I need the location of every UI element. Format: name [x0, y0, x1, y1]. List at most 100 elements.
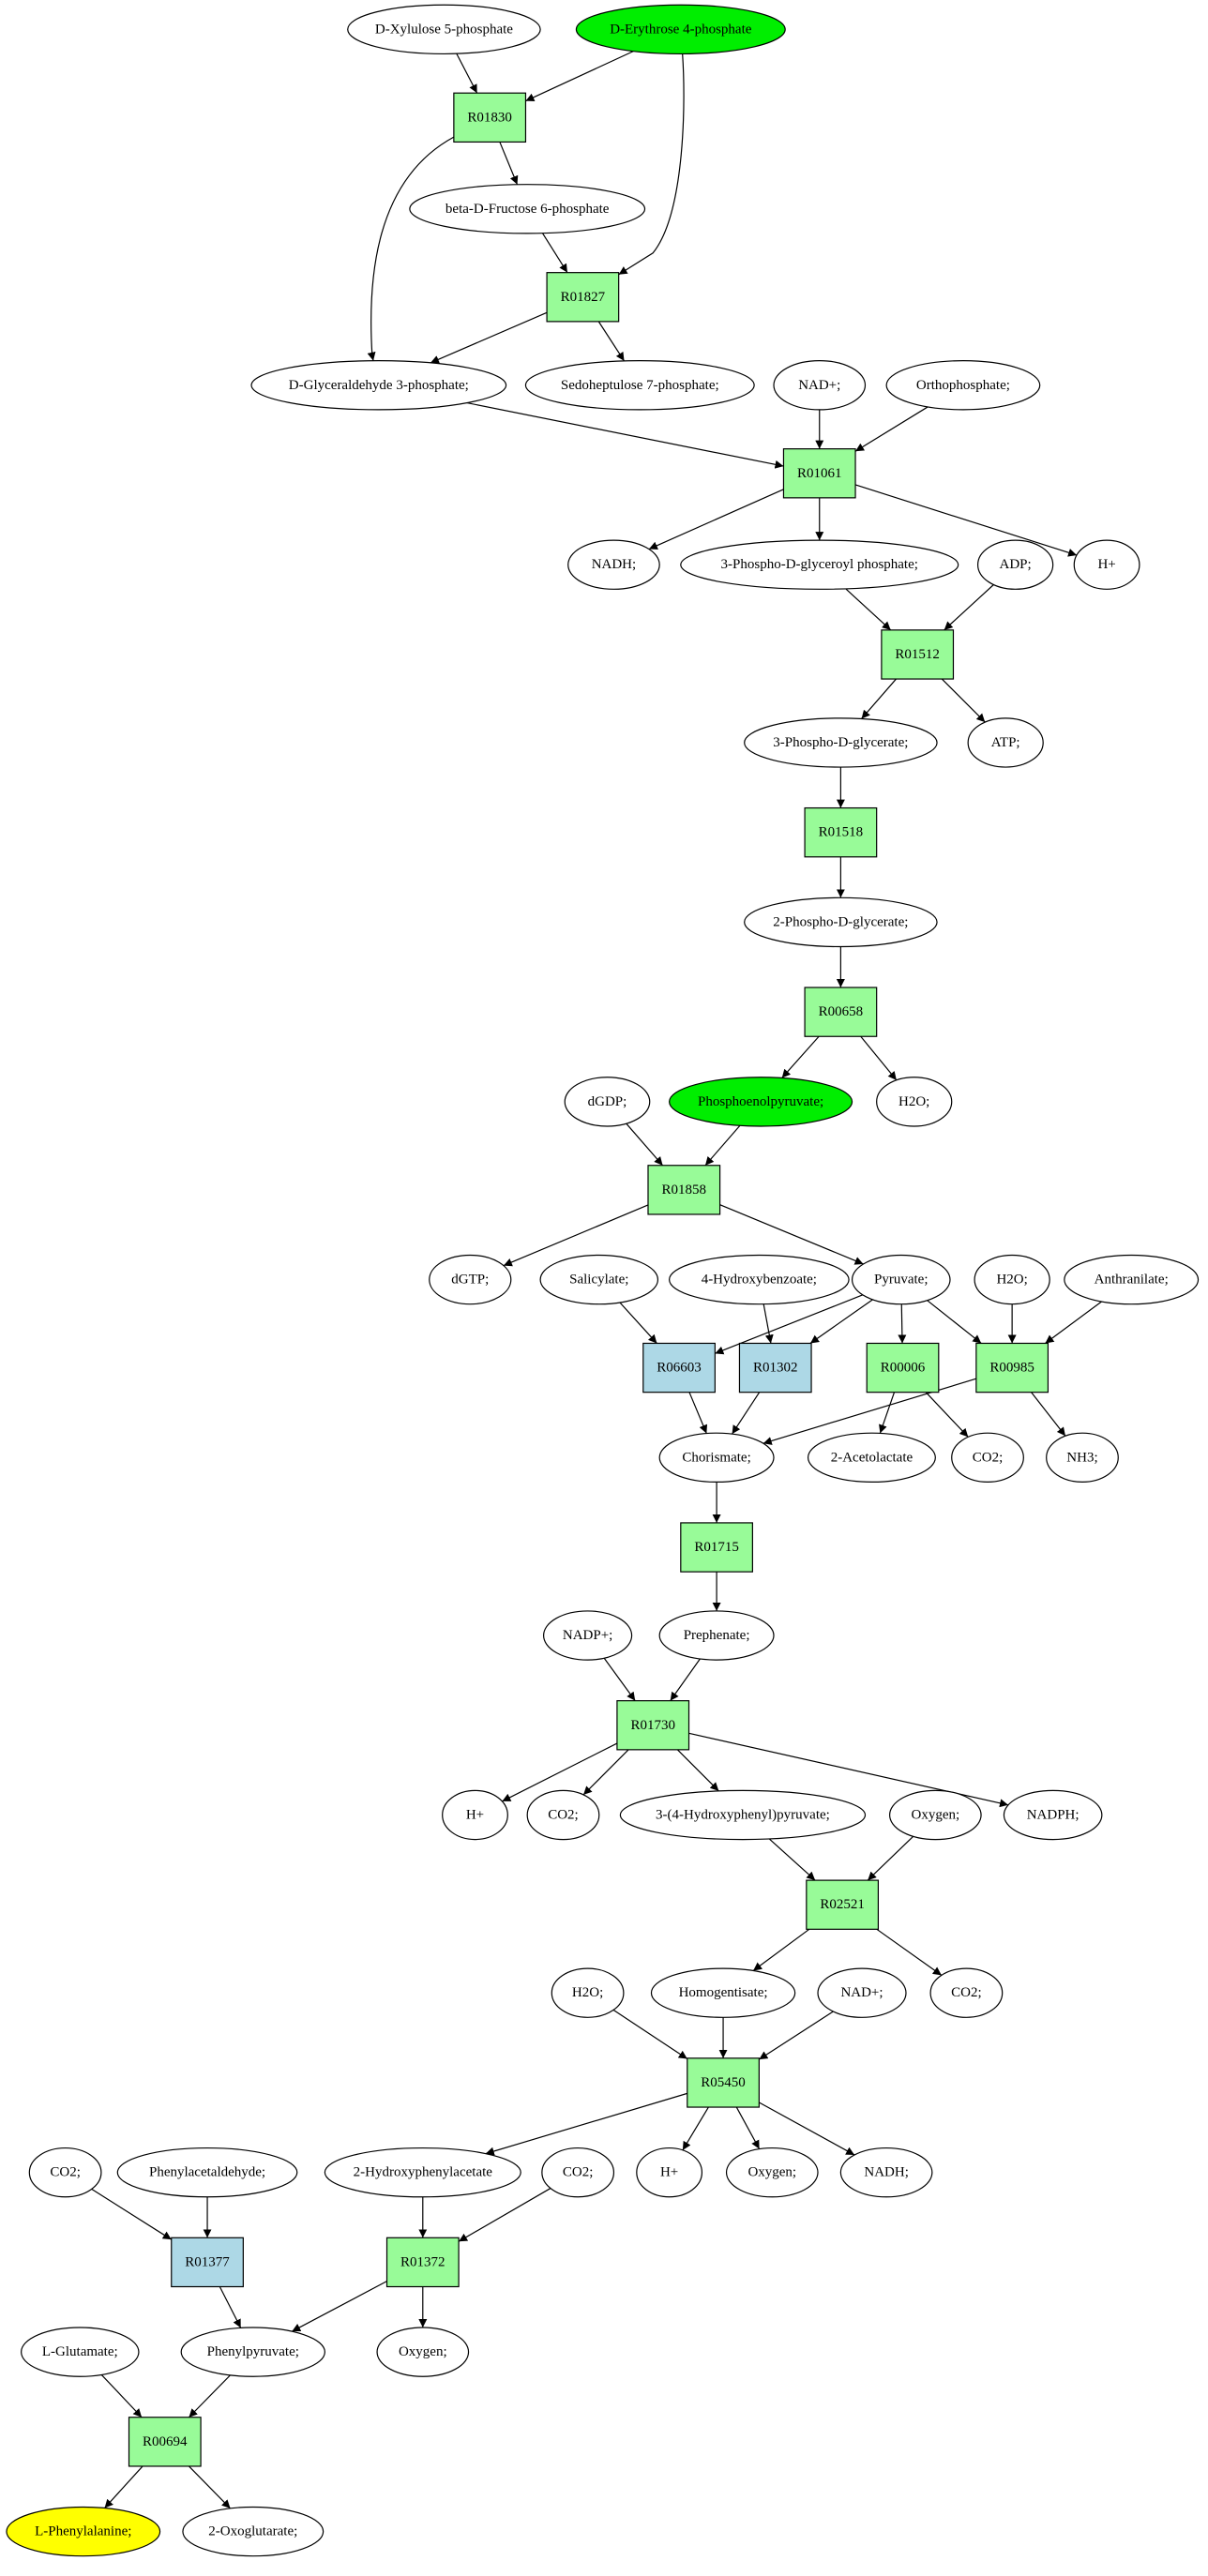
node-label: R01730 — [630, 1718, 675, 1733]
node-label: Chorismate; — [682, 1450, 750, 1465]
node-label: 4-Hydroxybenzoate; — [702, 1273, 817, 1288]
node-label: 2-Phospho-D-glycerate; — [773, 914, 908, 929]
node-label: R01512 — [895, 647, 940, 662]
edge-arrow — [732, 1392, 761, 1435]
node-label: R01377 — [185, 2254, 230, 2269]
node-label: R01715 — [694, 1540, 739, 1555]
edge-arrow — [503, 1204, 649, 1267]
node-label: R01372 — [400, 2254, 445, 2269]
compound-node: H2O; — [551, 1967, 625, 2018]
node-label: Oxygen; — [911, 1807, 959, 1822]
node-label: D-Xylulose 5-phosphate — [375, 22, 513, 37]
compound-ellipse — [21, 2327, 140, 2377]
reaction-box — [647, 1165, 721, 1215]
node-label: Sedoheptulose 7-phosphate; — [561, 378, 719, 393]
node-label: L-Phenylalanine; — [35, 2524, 131, 2539]
compound-node: D-Xylulose 5-phosphate — [347, 4, 541, 55]
edge-arrow — [188, 2465, 231, 2509]
reaction-box — [680, 1522, 753, 1573]
node-label: 3-Phospho-D-glycerate; — [773, 735, 908, 750]
compound-node: 4-Hydroxybenzoate; — [669, 1254, 850, 1305]
compound-node: CO2; — [541, 2147, 615, 2198]
reaction-box — [171, 2237, 244, 2288]
compound-node: CO2; — [929, 1967, 1004, 2018]
edge-arrow — [612, 2009, 688, 2060]
node-label: CO2; — [951, 1985, 982, 2000]
compound-ellipse — [1073, 539, 1140, 590]
node-label: L-Glutamate; — [42, 2344, 118, 2359]
node-label: Anthranilate; — [1095, 1273, 1169, 1288]
node-label: Prephenate; — [684, 1628, 750, 1643]
compound-node: H+ — [1073, 539, 1140, 590]
compound-node: NAD+; — [773, 360, 867, 411]
edge-arrow — [854, 484, 1078, 557]
compound-ellipse — [543, 1610, 633, 1661]
edge-arrow — [597, 321, 626, 362]
edge-arrow — [719, 1204, 864, 1265]
node-label: Orthophosphate; — [916, 378, 1010, 393]
compound-node: H2O; — [974, 1254, 1050, 1305]
reaction-node: R01372 — [385, 2237, 460, 2288]
edge-arrow — [104, 2465, 143, 2508]
node-label: R01518 — [819, 825, 864, 840]
compound-ellipse — [974, 1254, 1050, 1305]
compound-node: CO2; — [526, 1789, 600, 1841]
reaction-node: R02521 — [806, 1879, 880, 1930]
compound-node: NH3; — [1046, 1432, 1119, 1484]
node-label: H+ — [1097, 557, 1115, 572]
node-label: NADH; — [592, 557, 637, 572]
node-label: H2O; — [996, 1273, 1027, 1288]
compound-node: beta-D-Fructose 6-phosphate — [409, 184, 646, 234]
reaction-box — [806, 1879, 880, 1930]
reaction-box — [616, 1700, 690, 1751]
compound-ellipse — [541, 2147, 615, 2198]
node-label: Oxygen; — [399, 2344, 447, 2359]
edge-arrow — [188, 2374, 231, 2418]
compound-node: Salicylate; — [539, 1254, 659, 1305]
compound-node: NADH; — [839, 2147, 933, 2198]
node-label: Oxygen; — [747, 2165, 796, 2180]
edge-arrow — [502, 1742, 618, 1802]
reaction-node: R00694 — [128, 2417, 202, 2467]
reaction-box — [975, 1342, 1049, 1393]
compound-node: Chorismate; — [658, 1432, 775, 1484]
compound-node: ADP; — [976, 539, 1054, 590]
node-label: R01830 — [467, 110, 512, 125]
compound-node: ATP; — [967, 717, 1044, 768]
edge-arrow — [861, 678, 897, 719]
compound-ellipse — [885, 360, 1041, 411]
edge-arrow — [860, 1035, 898, 1081]
reaction-box — [546, 272, 620, 323]
node-label: R06603 — [657, 1361, 702, 1376]
edge-arrow — [541, 233, 568, 273]
node-label: R01858 — [662, 1183, 707, 1198]
compound-node: dGTP; — [429, 1254, 512, 1305]
reaction-node: R01830 — [453, 92, 527, 143]
compound-node: L-Glutamate; — [21, 2327, 140, 2377]
edge-arrow — [648, 489, 784, 550]
edge-arrow — [670, 1658, 701, 1701]
compound-node: H+ — [442, 1789, 508, 1841]
edge-arrow — [927, 1300, 982, 1344]
node-label: R00694 — [143, 2434, 188, 2449]
compound-node: 2-Oxoglutarate; — [182, 2506, 325, 2557]
compound-ellipse — [669, 1254, 850, 1305]
edge-arrow — [100, 2373, 143, 2418]
node-label: NADPH; — [1027, 1807, 1080, 1822]
compound-ellipse — [744, 896, 938, 948]
compound-ellipse — [324, 2147, 521, 2198]
reaction-box — [453, 92, 527, 143]
edge-arrow — [763, 1303, 774, 1344]
reaction-node: R00985 — [975, 1342, 1049, 1393]
node-label: R05450 — [701, 2075, 746, 2090]
edge-arrow — [466, 401, 784, 469]
compound-ellipse — [976, 539, 1054, 590]
compound-ellipse — [636, 2147, 703, 2198]
node-label: ATP; — [991, 735, 1020, 750]
node-label: 2-Acetolactate — [831, 1450, 914, 1465]
compound-node: D-Glyceraldehyde 3-phosphate; — [250, 360, 507, 411]
node-label: NADH; — [864, 2165, 909, 2180]
edge-arrow — [809, 1299, 873, 1344]
compound-node: Oxygen; — [888, 1789, 982, 1841]
node-label: CO2; — [563, 2165, 594, 2180]
